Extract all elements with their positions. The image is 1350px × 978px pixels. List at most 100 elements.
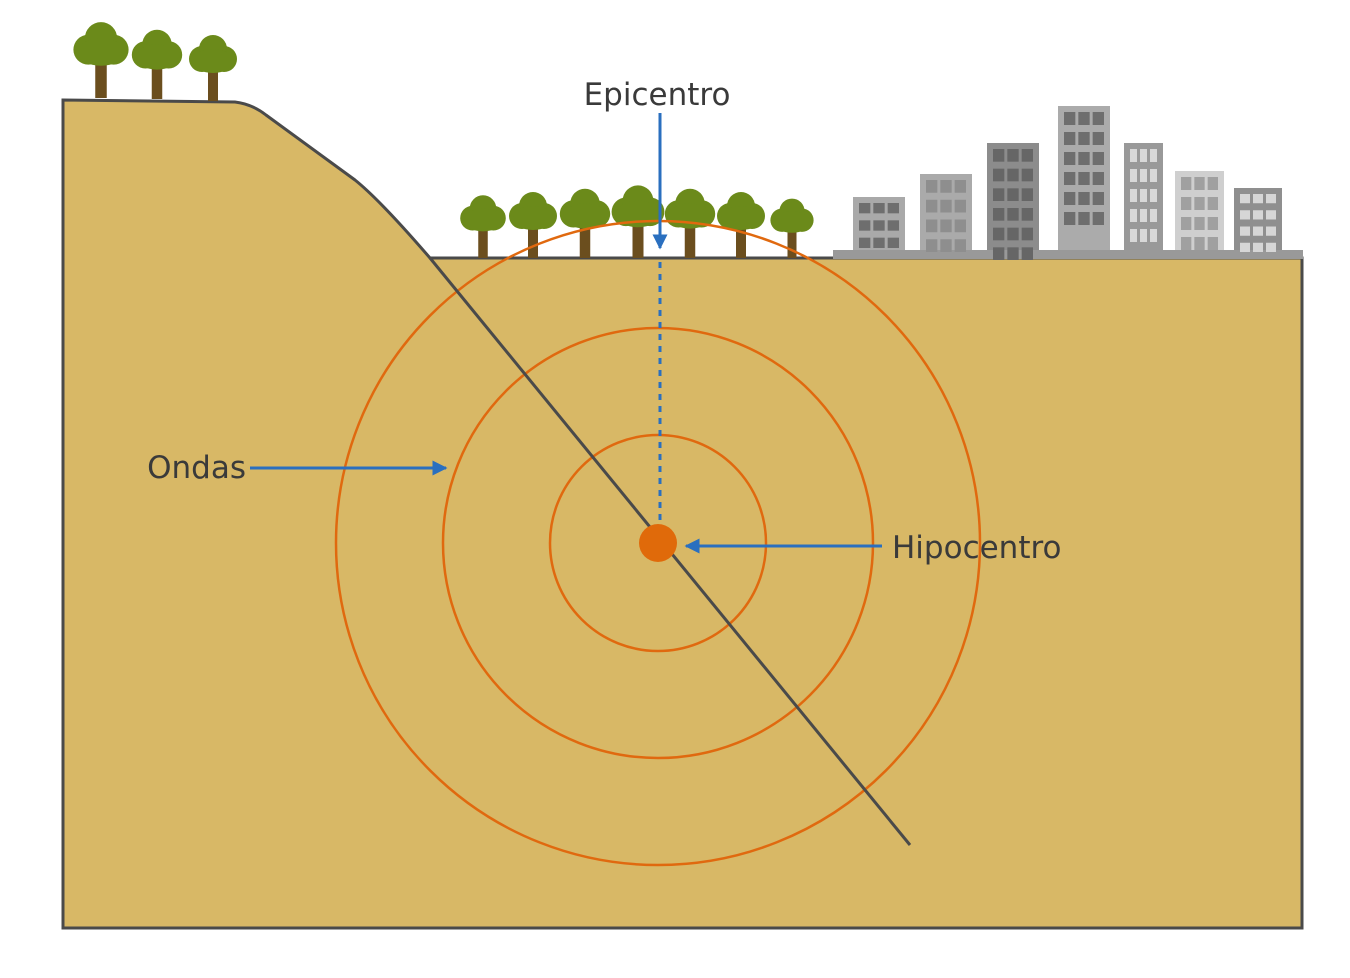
building-window [1207, 237, 1218, 250]
building-window [940, 180, 952, 193]
building-window [1078, 192, 1090, 205]
building-window [1240, 210, 1250, 220]
building-window [887, 220, 899, 231]
building-window [993, 188, 1005, 201]
building [1234, 188, 1282, 252]
tree-trunk [478, 227, 488, 258]
building-window [1007, 208, 1019, 221]
building-window [1240, 226, 1250, 236]
tree-crown [464, 208, 502, 232]
building-window [1078, 112, 1090, 125]
building-window [1266, 194, 1276, 204]
building [853, 197, 905, 250]
building-window [873, 220, 885, 231]
building-window [1181, 177, 1192, 190]
building-window [1007, 168, 1019, 182]
building-window [1092, 132, 1104, 145]
tree-crown [513, 206, 553, 230]
tree-trunk [736, 226, 746, 258]
building-window [1021, 227, 1033, 241]
building-window [1064, 152, 1076, 165]
building-window [940, 219, 952, 233]
wave-ring-middle [441, 326, 875, 760]
building-window [993, 149, 1005, 162]
building-window [1007, 188, 1019, 201]
building-window [1253, 226, 1263, 236]
tree-crown [78, 38, 124, 66]
building-window [1181, 197, 1192, 210]
tree-trunk [528, 226, 538, 258]
building-window [954, 219, 966, 233]
building-window [1140, 169, 1147, 182]
building-window [1130, 189, 1137, 202]
building-window [1064, 112, 1076, 125]
building-window [1150, 229, 1157, 242]
building-window [1130, 149, 1137, 162]
building-window [1140, 149, 1147, 162]
epicenter-label: Epicentro [584, 77, 731, 113]
building [987, 143, 1039, 260]
building-window [1021, 149, 1033, 162]
building-window [1021, 168, 1033, 182]
tree [189, 35, 237, 101]
building-window [1007, 149, 1019, 162]
building-window [1194, 237, 1205, 250]
tree [509, 192, 557, 258]
building-window [926, 180, 938, 193]
building-window [1194, 177, 1205, 190]
building-window [1078, 152, 1090, 165]
building-window [1150, 169, 1157, 182]
building-window [1021, 247, 1033, 260]
building [1124, 143, 1163, 250]
building-window [873, 203, 885, 214]
tree-trunk [151, 65, 163, 99]
building-window [1078, 132, 1090, 145]
building-window [1140, 229, 1147, 242]
building-window [954, 199, 966, 213]
building-window [993, 247, 1005, 260]
tree [770, 198, 814, 258]
building-window [1007, 247, 1019, 260]
building-window [1092, 212, 1104, 225]
tree-trunk [787, 229, 797, 258]
tree-trunk [579, 224, 591, 258]
building [1058, 106, 1110, 250]
tree [460, 195, 506, 258]
building-window [954, 239, 966, 252]
building [1175, 171, 1224, 250]
building-window [993, 168, 1005, 182]
building-window [873, 237, 885, 248]
building-window [1140, 209, 1147, 222]
building-window [1021, 208, 1033, 221]
building-window [1266, 242, 1276, 252]
building-window [1092, 112, 1104, 125]
building-window [1253, 194, 1263, 204]
building-window [859, 220, 871, 231]
building-window [1240, 242, 1250, 252]
ground [61, 98, 1304, 930]
building-window [859, 237, 871, 248]
tree-trunk [208, 69, 218, 101]
tree [559, 188, 611, 258]
building-window [1078, 212, 1090, 225]
buildings [853, 106, 1282, 260]
hypocenter-dot [639, 524, 677, 562]
tree-crown [721, 206, 761, 230]
building-window [1207, 177, 1218, 190]
wave-ring-outer [334, 219, 982, 867]
building-window [926, 239, 938, 252]
building-window [1064, 172, 1076, 185]
building-window [1266, 210, 1276, 220]
building-window [993, 208, 1005, 221]
building-window [1253, 210, 1263, 220]
building-window [926, 219, 938, 233]
building-window [1150, 209, 1157, 222]
building-window [926, 199, 938, 213]
tree-crown [774, 211, 810, 233]
building-window [1207, 197, 1218, 210]
wave-ring-inner [548, 433, 768, 653]
building-window [1150, 189, 1157, 202]
building-window [1181, 237, 1192, 250]
tree-trunk [684, 224, 696, 258]
building-window [1130, 209, 1137, 222]
